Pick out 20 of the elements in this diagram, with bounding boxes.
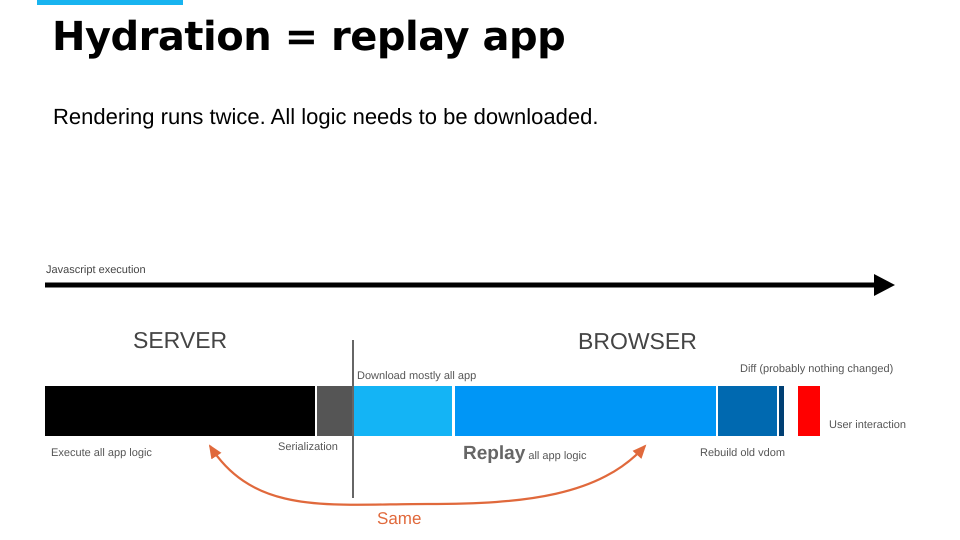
timeline-segment [354, 386, 452, 436]
subtitle: Rendering runs twice. All logic needs to be downloaded. [53, 104, 598, 130]
timeline-segment [718, 386, 777, 436]
timeline-segment [798, 386, 820, 436]
timeline-segment [455, 386, 716, 436]
segment-label: Diff (probably nothing changed) [740, 363, 894, 375]
segment-label: Replay all app logic [463, 443, 586, 465]
segment-label: Rebuild old vdom [700, 447, 785, 459]
segment-label: Download mostly all app [357, 370, 476, 382]
axis-label: Javascript execution [46, 264, 146, 276]
timeline-segment [45, 386, 315, 436]
curved-arrow [208, 444, 646, 506]
section-heading: BROWSER [578, 328, 697, 355]
segment-label: Serialization [278, 441, 338, 453]
timeline-segment [317, 386, 352, 436]
timeline-segment [779, 386, 784, 436]
section-heading: SERVER [133, 327, 228, 354]
segment-label: User interaction [829, 419, 906, 431]
title: Hydration = replay app [52, 14, 566, 60]
segment-label: Execute all app logic [51, 447, 152, 459]
